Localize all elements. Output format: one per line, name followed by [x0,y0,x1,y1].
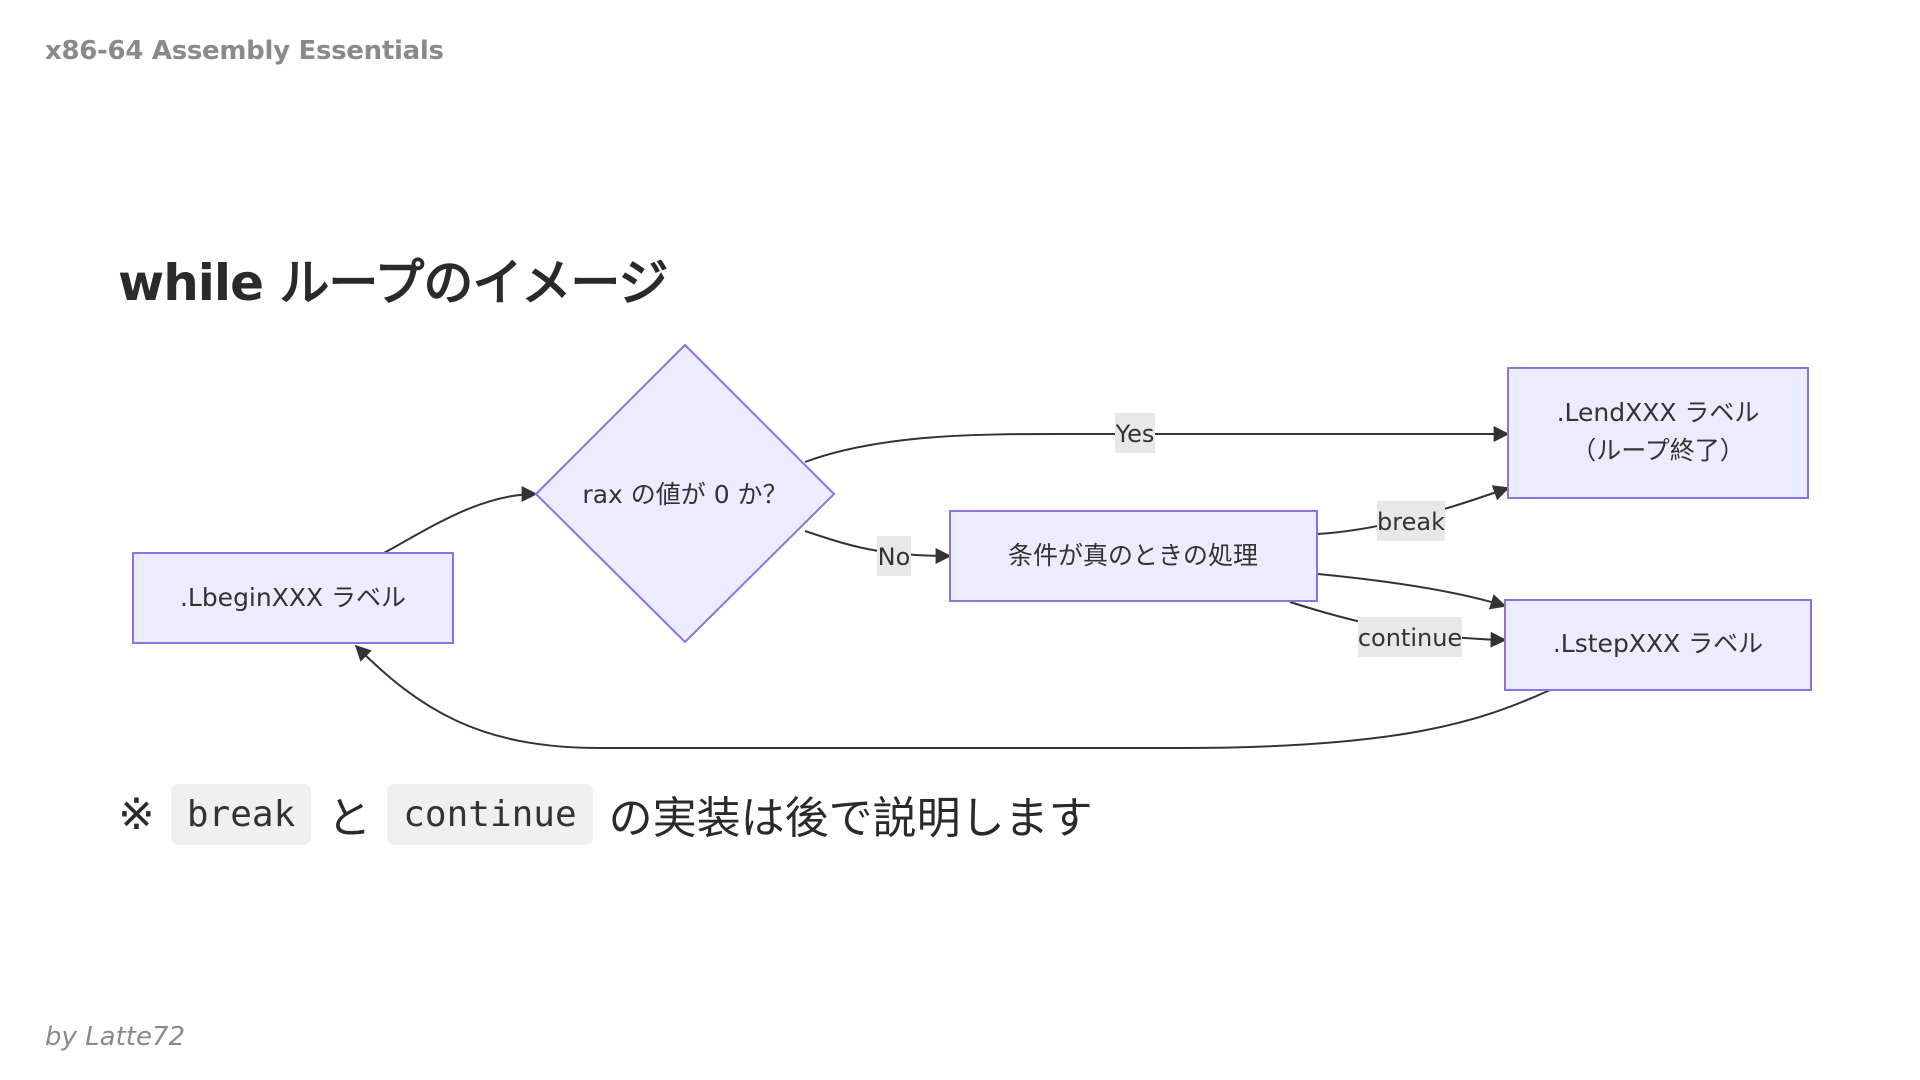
note-mark: ※ [118,788,155,840]
edge-label-no-text: No [878,543,911,571]
node-end-label-line2: （ループ終了） [1571,436,1745,465]
node-begin-label: .LbeginXXX ラベル [180,583,406,612]
edge-label-yes-text: Yes [1115,420,1155,448]
edge-begin-to-cond [381,486,538,555]
deck-header: x86-64 Assembly Essentials [45,36,444,66]
node-begin: .LbeginXXX ラベル [132,552,454,644]
note-connector: と [327,793,372,844]
node-end: .LendXXX ラベル （ループ終了） [1507,367,1809,499]
node-step: .LstepXXX ラベル [1504,599,1812,691]
edge-cond-no [804,530,952,564]
edge-label-yes: Yes [1115,413,1155,453]
node-condition: rax の値が 0 か？ [534,343,836,644]
code-continue: continue [387,783,593,845]
code-break: break [170,783,312,845]
edge-label-continue: continue [1358,617,1462,657]
slide-title: while ループのイメージ [118,254,668,312]
edge-label-break-text: break [1377,508,1445,536]
node-body-label: 条件が真のときの処理 [1008,541,1258,570]
edges [354,426,1551,749]
author-credit: by Latte72 [45,1022,186,1052]
edge-step-to-begin [354,644,1551,749]
edge-label-no: No [877,536,911,576]
edge-label-break: break [1377,501,1445,541]
node-end-label-line1: .LendXXX ラベル [1557,398,1760,427]
edge-body-to-step [1317,573,1507,610]
node-condition-label: rax の値が 0 か？ [582,480,787,509]
note-text: の実装は後で説明します [608,793,1093,844]
node-step-label: .LstepXXX ラベル [1553,629,1763,658]
node-body: 条件が真のときの処理 [949,510,1318,602]
edge-label-continue-text: continue [1358,624,1462,652]
edge-cond-yes [804,426,1510,463]
footnote: ※ break と continue の実装は後で説明します [118,782,1109,846]
